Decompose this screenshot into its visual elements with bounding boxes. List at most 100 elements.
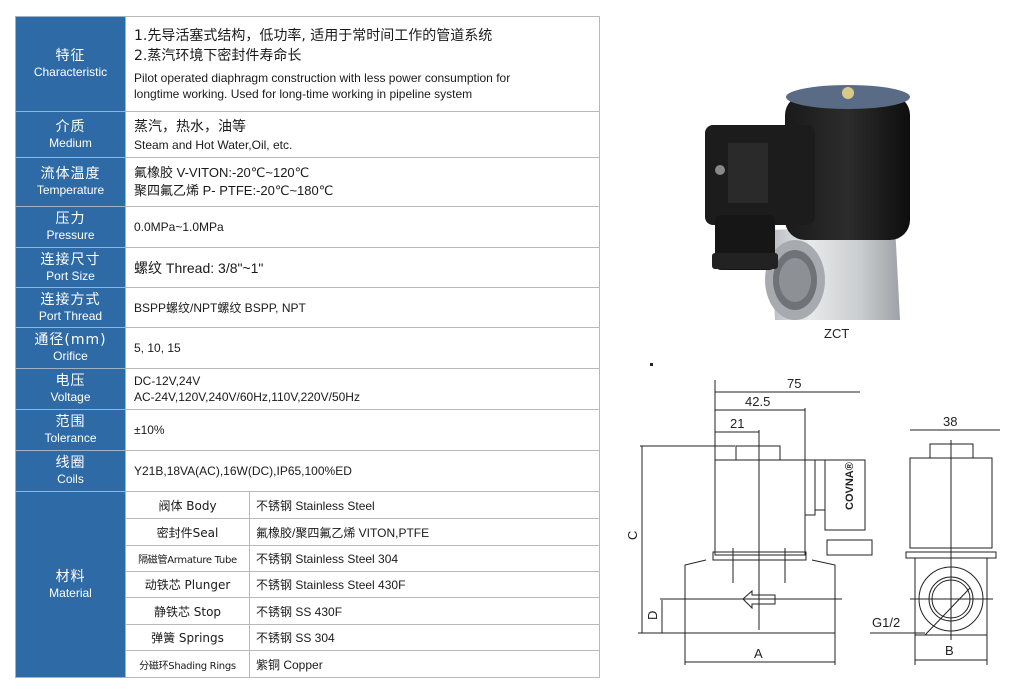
material-value: 不锈钢 Stainless Steel 304 (249, 545, 600, 572)
svg-text:D: D (645, 611, 660, 620)
row-voltage: 电压 Voltage DC-12V,24V AC-24V,120V,240V/6… (15, 368, 600, 410)
material-value: 不锈钢 SS 430F (249, 597, 600, 625)
row-tolerance: 范围 Tolerance ±10% (15, 409, 600, 451)
value-line: Pilot operated diaphragm construction wi… (134, 71, 511, 85)
material-value: 氟橡胶/聚四氟乙烯 VITON,PTFE (249, 518, 600, 546)
row-pressure: 压力 Pressure 0.0MPa~1.0MPa (15, 206, 600, 248)
label-zh: 范围 (55, 414, 86, 430)
svg-text:G1/2: G1/2 (872, 615, 900, 630)
spec-table: 特征 Characteristic 1.先导活塞式结构，低功率, 适用于常时间工… (15, 16, 600, 678)
row-port-size: 连接尺寸 Port Size 螺纹 Thread: 3/8"~1" (15, 247, 600, 288)
label-orifice: 通径(mm) Orifice (15, 327, 126, 369)
label-medium: 介质 Medium (15, 111, 126, 158)
dot-mark (650, 363, 653, 366)
material-part: 隔磁管Armature Tube (125, 545, 250, 572)
svg-text:A: A (754, 646, 763, 661)
label-en: Pressure (46, 228, 95, 242)
material-value: 不锈钢 Stainless Steel 430F (249, 571, 600, 598)
label-tolerance: 范围 Tolerance (15, 409, 126, 451)
label-en: Voltage (50, 390, 91, 404)
material-part: 弹簧 Springs (125, 624, 250, 651)
label-en: Material (49, 585, 92, 600)
label-coils: 线圈 Coils (15, 450, 126, 492)
svg-text:B: B (945, 643, 954, 658)
label-en: Port Size (46, 268, 95, 283)
label-zh: 压力 (55, 211, 86, 227)
label-material: 材料 Material (15, 491, 126, 678)
value-text: Y21B,18VA(AC),16W(DC),IP65,100%ED (134, 464, 352, 478)
value-text: 5, 10, 15 (134, 341, 181, 355)
row-material-body: 材料 Material 阀体 Body 不锈钢 Stainless Steel (15, 491, 600, 678)
label-en: Temperature (36, 183, 105, 197)
label-zh: 材料 (55, 568, 86, 585)
value-line: 蒸汽，热水，油等 (134, 118, 246, 135)
label-zh: 电压 (55, 373, 86, 389)
label-en: Tolerance (44, 431, 97, 445)
label-zh: 连接尺寸 (40, 251, 101, 268)
svg-text:C: C (625, 531, 640, 540)
label-temperature: 流体温度 Temperature (15, 157, 126, 207)
value-voltage: DC-12V,24V AC-24V,120V,240V/60Hz,110V,22… (125, 368, 600, 410)
value-pressure: 0.0MPa~1.0MPa (125, 206, 600, 248)
label-zh: 特征 (55, 48, 86, 64)
solenoid-valve-photo-icon (705, 85, 910, 320)
svg-text:75: 75 (787, 376, 801, 391)
row-port-thread: 连接方式 Port Thread BSPP螺纹/NPT螺纹 BSPP, NPT (15, 287, 600, 328)
value-characteristic: 1.先导活塞式结构，低功率, 适用于常时间工作的管道系统 2.蒸汽环境下密封件寿… (125, 16, 600, 112)
label-en: Coils (57, 472, 84, 486)
svg-text:42.5: 42.5 (745, 394, 770, 409)
label-port-thread: 连接方式 Port Thread (15, 287, 126, 328)
material-part: 密封件Seal (125, 518, 250, 546)
value-line: DC-12V,24V (134, 374, 201, 388)
value-port-thread: BSPP螺纹/NPT螺纹 BSPP, NPT (125, 287, 600, 328)
value-line: 2.蒸汽环境下密封件寿命长 (134, 48, 302, 64)
dimension-drawing: 75 42.5 21 C COVNA® D A 38 G1/2 B (625, 376, 1000, 665)
product-model-caption: ZCT (824, 326, 850, 341)
value-tolerance: ±10% (125, 409, 600, 451)
row-material-stop: 静铁芯 Stop 不锈钢 SS 430F (16, 597, 600, 625)
label-zh: 介质 (55, 118, 86, 135)
value-temperature: 氟橡胶 V-VITON:-20℃~120℃ 聚四氟乙烯 P- PTFE:-20℃… (125, 157, 600, 207)
material-part: 动铁芯 Plunger (125, 571, 250, 598)
label-pressure: 压力 Pressure (15, 206, 126, 248)
value-text: ±10% (134, 423, 165, 437)
row-temperature: 流体温度 Temperature 氟橡胶 V-VITON:-20℃~120℃ 聚… (15, 157, 600, 207)
label-zh: 通径(mm) (34, 332, 107, 348)
label-zh: 线圈 (55, 455, 86, 471)
material-value: 不锈钢 Stainless Steel (249, 491, 600, 519)
value-port-size: 螺纹 Thread: 3/8"~1" (125, 247, 600, 288)
material-value: 不锈钢 SS 304 (249, 624, 600, 651)
label-en: Medium (49, 135, 92, 150)
row-material-shading: 分磁环Shading Rings 紫铜 Copper (16, 650, 600, 678)
svg-text:38: 38 (943, 414, 957, 429)
value-medium: 蒸汽，热水，油等 Steam and Hot Water,Oil, etc. (125, 111, 600, 158)
row-material-seal: 密封件Seal 氟橡胶/聚四氟乙烯 VITON,PTFE (16, 518, 600, 546)
value-line: AC-24V,120V,240V/60Hz,110V,220V/50Hz (134, 390, 360, 404)
value-line: 聚四氟乙烯 P- PTFE:-20℃~180℃ (134, 183, 334, 198)
label-en: Orifice (53, 349, 88, 363)
label-zh: 连接方式 (40, 291, 101, 308)
value-line: 氟橡胶 V-VITON:-20℃~120℃ (134, 165, 310, 180)
value-text: BSPP螺纹/NPT螺纹 BSPP, NPT (134, 300, 306, 315)
label-en: Port Thread (38, 308, 103, 323)
label-en: Characteristic (33, 65, 108, 79)
svg-text:COVNA®: COVNA® (844, 462, 856, 510)
row-coils: 线圈 Coils Y21B,18VA(AC),16W(DC),IP65,100%… (15, 450, 600, 492)
value-line: 1.先导活塞式结构，低功率, 适用于常时间工作的管道系统 (134, 28, 493, 44)
material-part: 静铁芯 Stop (125, 597, 250, 625)
row-orifice: 通径(mm) Orifice 5, 10, 15 (15, 327, 600, 369)
label-port-size: 连接尺寸 Port Size (15, 247, 126, 288)
value-line: longtime working. Used for long-time wor… (134, 87, 473, 101)
value-text: 0.0MPa~1.0MPa (134, 220, 224, 234)
label-zh: 流体温度 (40, 166, 101, 182)
material-part: 分磁环Shading Rings (125, 650, 250, 678)
material-part: 阀体 Body (125, 491, 250, 519)
svg-text:21: 21 (730, 416, 744, 431)
value-text: 螺纹 Thread: 3/8"~1" (134, 259, 264, 276)
row-characteristic: 特征 Characteristic 1.先导活塞式结构，低功率, 适用于常时间工… (15, 16, 600, 112)
material-value: 紫铜 Copper (249, 650, 600, 678)
label-characteristic: 特征 Characteristic (15, 16, 126, 112)
label-voltage: 电压 Voltage (15, 368, 126, 410)
row-medium: 介质 Medium 蒸汽，热水，油等 Steam and Hot Water,O… (15, 111, 600, 158)
value-line: Steam and Hot Water,Oil, etc. (134, 137, 293, 152)
